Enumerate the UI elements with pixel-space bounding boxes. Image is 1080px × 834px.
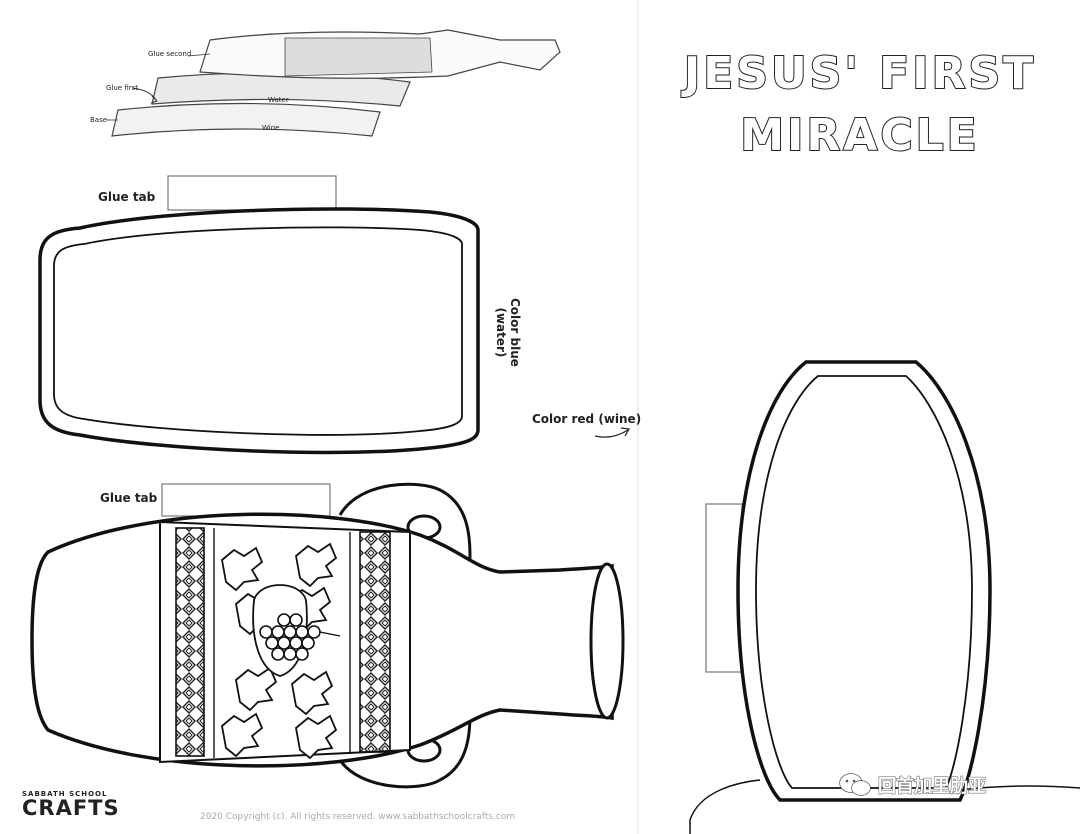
copyright-text: 2020 Copyright (c). All rights reserved.… [200, 812, 516, 822]
brand-line1: SABBATH SCHOOL [22, 790, 108, 798]
table-line [689, 779, 761, 834]
color-blue-line1: Color blue [508, 298, 522, 367]
glue-tab-2 [161, 483, 331, 517]
label-base: Base [90, 116, 108, 124]
glue-tab-label-1: Glue tab [98, 190, 156, 204]
color-blue-label: Color blue (water) [494, 298, 522, 367]
water-jar-outline [38, 207, 480, 455]
color-red-arrow [594, 429, 629, 438]
title-line-1: JESUS' FIRST [683, 47, 1037, 100]
diagram-layer-base [111, 102, 381, 137]
glue-tab-label-2: Glue tab [100, 491, 158, 505]
brand-logo: SABBATH SCHOOL CRAFTS [22, 790, 120, 820]
wine-amphora [30, 482, 625, 789]
label-glue-second: Glue second [148, 50, 192, 58]
watermark-text: 回首加里肋亚 [878, 776, 987, 798]
assembly-diagram [106, 29, 561, 137]
title-line-2: MIRACLE [739, 109, 980, 162]
water-jar-front [736, 360, 992, 802]
label-glue-first: Glue first [106, 84, 139, 92]
wechat-icon [839, 773, 871, 796]
watermark: 回首加里肋亚 [838, 772, 987, 798]
glue-tab-3 [705, 503, 743, 673]
label-water: Water [268, 96, 289, 104]
diagram-jar-pattern [284, 37, 433, 77]
color-blue-line2: (water) [494, 307, 508, 358]
glue-tab-1 [167, 175, 337, 211]
label-wine: Wine [262, 124, 280, 132]
brand-line2: CRAFTS [22, 796, 120, 820]
color-red-label: Color red (wine) [532, 412, 642, 426]
